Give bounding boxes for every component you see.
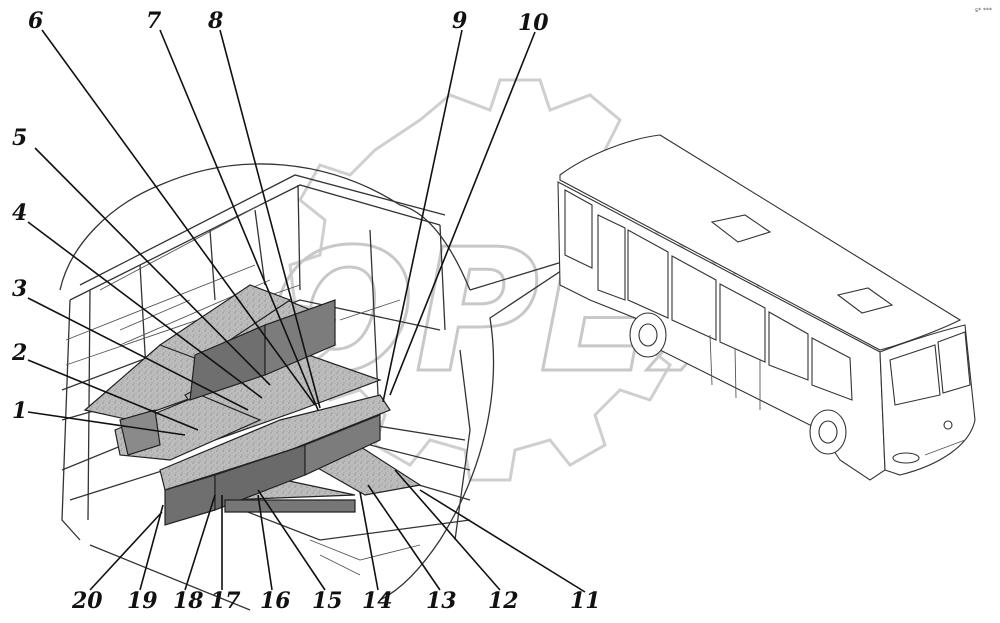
leader-10 — [389, 31, 536, 396]
callout-14: 14 — [362, 588, 393, 614]
callout-15: 15 — [312, 588, 343, 614]
side-plate-front-3 — [304, 414, 381, 476]
callout-10: 10 — [518, 10, 549, 36]
callout-18: 18 — [173, 588, 204, 614]
callout-13: 13 — [426, 588, 457, 614]
leader-14 — [359, 491, 379, 591]
callout-8: 8 — [207, 8, 223, 34]
leader-18 — [184, 494, 216, 591]
callout-20: 20 — [71, 588, 103, 614]
leader-12 — [394, 469, 501, 591]
step-riser — [224, 499, 356, 513]
callout-3: 3 — [12, 276, 27, 302]
callout-5: 5 — [12, 125, 27, 151]
callout-17: 17 — [210, 588, 241, 614]
leader-13 — [367, 484, 441, 591]
leader-20 — [89, 511, 163, 591]
leader-16 — [257, 494, 273, 591]
side-plate-rear-2 — [264, 299, 336, 376]
corner-mark: s* *** — [975, 7, 992, 14]
leader-6 — [41, 29, 316, 406]
leader-4 — [27, 221, 263, 399]
floor-panel-rear-mid — [158, 284, 292, 361]
callout-6: 6 — [28, 8, 43, 34]
callout-16: 16 — [260, 588, 291, 614]
callout-7: 7 — [146, 8, 162, 34]
callout-9: 9 — [452, 8, 467, 34]
leader-7 — [159, 29, 319, 411]
leader-19 — [139, 504, 164, 591]
side-plates — [119, 299, 381, 526]
callout-1: 1 — [12, 398, 27, 424]
callout-4: 4 — [12, 200, 27, 226]
callout-2: 2 — [11, 340, 27, 366]
callout-12: 12 — [488, 588, 519, 614]
leader-2 — [27, 359, 199, 431]
callout-19: 19 — [127, 588, 158, 614]
leader-5 — [34, 147, 271, 386]
leader-9 — [382, 29, 463, 403]
leader-15 — [257, 489, 326, 591]
leader-8 — [219, 29, 321, 409]
leader-3 — [27, 297, 249, 411]
leader-1 — [27, 411, 186, 436]
leader-lines — [27, 29, 586, 593]
watermark-gear — [288, 78, 692, 482]
leader-11 — [419, 489, 586, 593]
detail-circle — [59, 163, 586, 601]
side-plate-left — [119, 409, 161, 456]
bus-illustration — [557, 134, 976, 481]
callout-11: 11 — [570, 588, 601, 614]
callout-numbers: 6 7 8 9 10 5 4 3 2 1 20 19 18 17 16 15 1… — [11, 8, 601, 614]
